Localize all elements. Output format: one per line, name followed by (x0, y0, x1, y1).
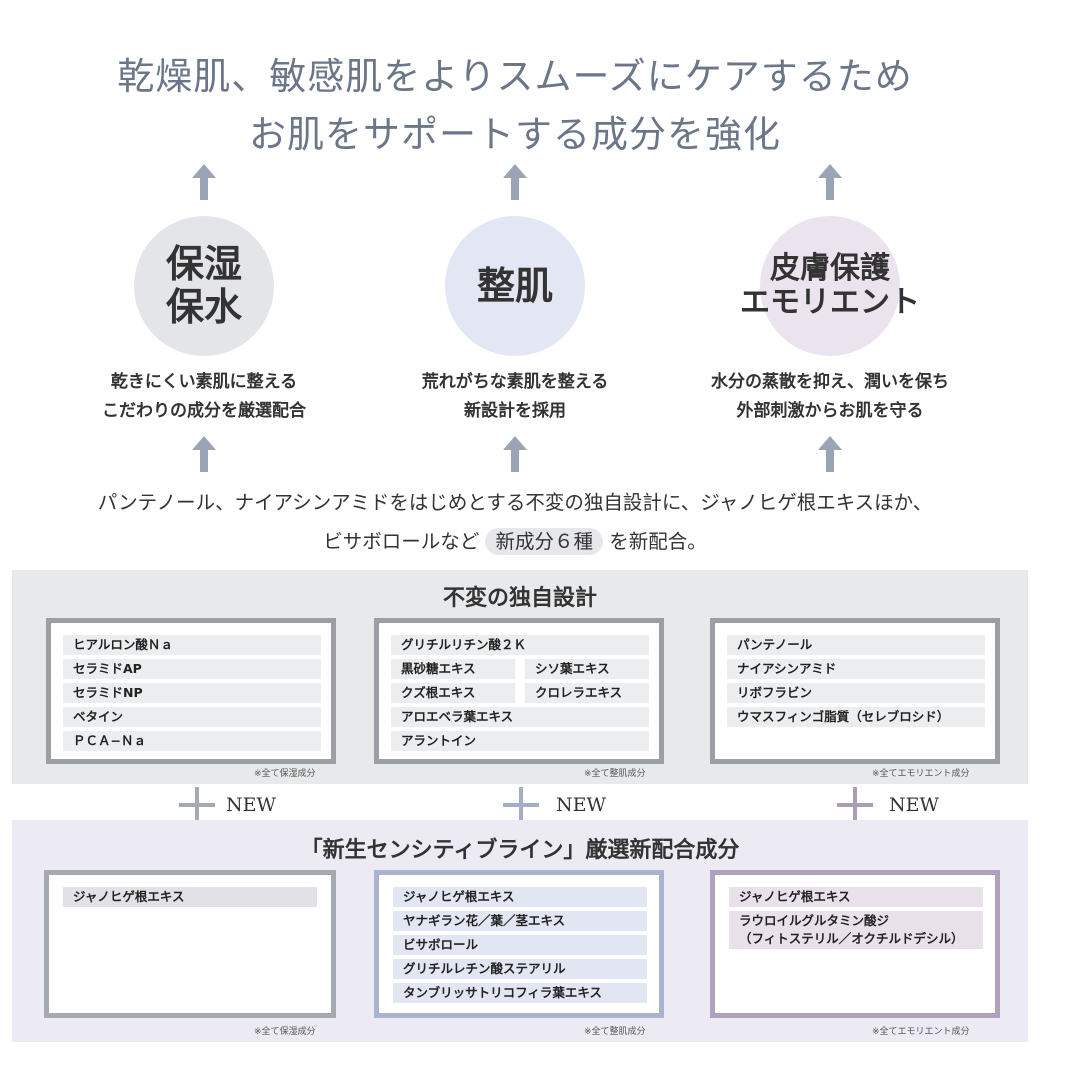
pillar-skin-protection-label: 皮膚保護 エモリエント (740, 251, 920, 320)
up-arrow-icon (503, 164, 527, 200)
up-arrow-icon (192, 436, 216, 472)
ingredient-tag: ナイアシンアミド (727, 659, 985, 679)
up-arrow-icon (818, 436, 842, 472)
unchanged-emollient-note: ※全てエモリエント成分 (872, 769, 970, 779)
unchanged-moisture-note: ※全て保湿成分 (254, 769, 316, 779)
up-arrow-icon (192, 164, 216, 200)
new-conditioning-box: ジャノヒゲ根エキス ヤナギラン花／葉／茎エキス ビサボロール グリチルレチン酸ス… (374, 870, 664, 1018)
ingredient-tag: ビサボロール (393, 935, 647, 955)
pillar-skin-conditioning-label: 整肌 (476, 263, 553, 308)
pillar-moisture-description: 乾きにくい素肌に整える こだわりの成分を厳選配合 (102, 372, 306, 421)
ingredient-tag: 黒砂糖エキス (391, 659, 515, 679)
ingredient-tag: クロレラエキス (525, 683, 649, 703)
ingredient-tag: ＰＣＡ−Ｎａ (63, 731, 321, 751)
new-moisture-box: ジャノヒゲ根エキス (44, 870, 336, 1018)
plus-icon (179, 787, 215, 823)
ingredient-tag: グリチルリチン酸２Ｋ (391, 635, 649, 655)
new-emollient-note: ※全てエモリエント成分 (872, 1027, 970, 1037)
unchanged-design-section: 不変の独自設計 ヒアルロン酸Ｎａ セラミドAP セラミドNP ベタイン ＰＣＡ−… (12, 570, 1028, 784)
ingredient-tag: ラウロイルグルタミン酸ジ （フィトステリル／オクチルドデシル） (729, 911, 983, 949)
intro-line-2-suffix: を新配合。 (609, 530, 707, 553)
pillar-moisture-circle: 保湿 保水 (134, 216, 274, 356)
ingredient-tag: シソ葉エキス (525, 659, 649, 679)
pillar-skin-protection-circle: 皮膚保護 エモリエント (740, 216, 920, 356)
ingredient-tag: パンテノール (727, 635, 985, 655)
up-arrow-icon (818, 164, 842, 200)
headline-line-1: 乾燥肌、敏感肌をよりスムーズにケアするため (117, 55, 913, 98)
new-label: NEW (556, 794, 607, 816)
ingredient-tag: ウマスフィンゴ脂質（セレブロシド） (727, 707, 985, 727)
pillar-moisture-label: 保湿 保水 (165, 242, 242, 329)
ingredient-tag: グリチルレチン酸ステアリル (393, 959, 647, 979)
new-label: NEW (889, 794, 940, 816)
new-conditioning-note: ※全て整肌成分 (584, 1027, 646, 1037)
ingredient-tag: ヤナギラン花／葉／茎エキス (393, 911, 647, 931)
unchanged-design-title: 不変の独自設計 (442, 586, 597, 611)
pillar-skin-conditioning-description: 荒れがちな素肌を整える 新設計を採用 (421, 372, 609, 421)
new-label: NEW (226, 794, 277, 816)
plus-icon (503, 787, 539, 823)
ingredient-tag: タンブリッサトリコフィラ葉エキス (393, 983, 647, 1003)
unchanged-conditioning-box: グリチルリチン酸２Ｋ 黒砂糖エキス シソ葉エキス クズ根エキス クロレラエキス … (374, 618, 664, 764)
ingredient-tag: リボフラビン (727, 683, 985, 703)
ingredient-tag: ジャノヒゲ根エキス (729, 887, 983, 907)
headline-line-2: お肌をサポートする成分を強化 (249, 113, 781, 156)
new-ingredients-highlight: 新成分６種 (485, 528, 603, 555)
new-emollient-box: ジャノヒゲ根エキス ラウロイルグルタミン酸ジ （フィトステリル／オクチルドデシル… (710, 870, 1000, 1018)
ingredient-tag: セラミドNP (63, 683, 321, 703)
ingredient-tag: ジャノヒゲ根エキス (393, 887, 647, 907)
ingredient-tag: クズ根エキス (391, 683, 515, 703)
new-ingredients-section: 「新生センシティブライン」厳選新配合成分 ジャノヒゲ根エキス ※全て保湿成分 ジ… (12, 820, 1028, 1042)
pillar-skin-protection-description: 水分の蒸散を抑え、潤いを保ち 外部刺激からお肌を守る (711, 372, 949, 421)
new-ingredients-title: 「新生センシティブライン」厳選新配合成分 (300, 838, 740, 863)
up-arrow-icon (503, 436, 527, 472)
ingredient-tag: ヒアルロン酸Ｎａ (63, 635, 321, 655)
pillar-skin-conditioning-circle: 整肌 (445, 216, 585, 356)
intro-line-1: パンテノール、ナイアシンアミドをはじめとする不変の独自設計に、ジャノヒゲ根エキス… (97, 491, 933, 514)
ingredient-tag: ベタイン (63, 707, 321, 727)
intro-line-2: ビサボロールなど 新成分６種 を新配合。 (0, 524, 1030, 560)
new-moisture-note: ※全て保湿成分 (254, 1027, 316, 1037)
ingredient-tag: セラミドAP (63, 659, 321, 679)
ingredient-tag: ジャノヒゲ根エキス (63, 887, 317, 907)
plus-icon (837, 787, 873, 823)
ingredient-tag: アラントイン (391, 731, 649, 751)
unchanged-emollient-box: パンテノール ナイアシンアミド リボフラビン ウマスフィンゴ脂質（セレブロシド） (710, 618, 1000, 764)
unchanged-moisture-box: ヒアルロン酸Ｎａ セラミドAP セラミドNP ベタイン ＰＣＡ−Ｎａ (46, 618, 336, 764)
intro-line-2-prefix: ビサボロールなど (323, 530, 480, 553)
ingredient-tag: アロエベラ葉エキス (391, 707, 649, 727)
unchanged-conditioning-note: ※全て整肌成分 (584, 769, 646, 779)
